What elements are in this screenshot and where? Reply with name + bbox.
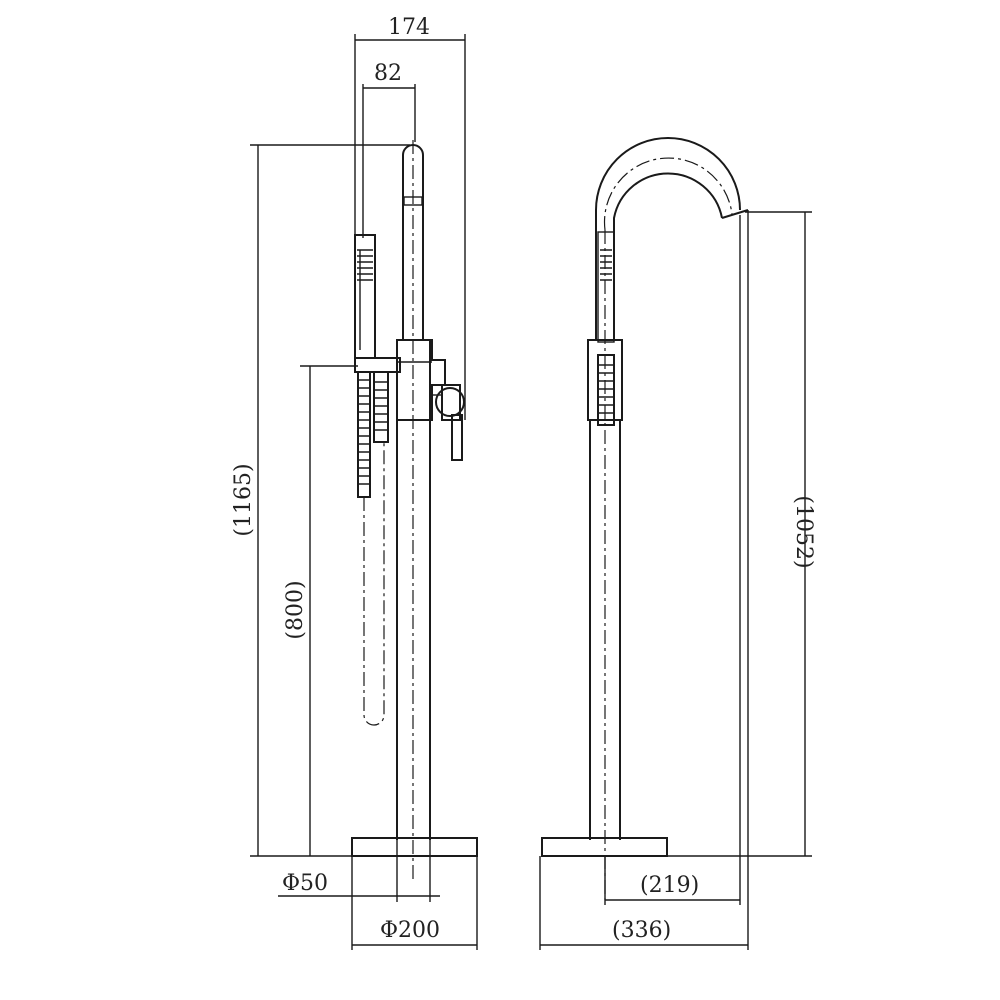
dim-phi200-label: Φ200 — [380, 918, 440, 943]
dim-82-label: 82 — [374, 61, 402, 86]
side-view — [541, 137, 749, 900]
dimension-labels: 174 82 (1165) (800) (1052) Φ50 Φ200 (219… — [231, 15, 816, 943]
dim-1165-label: (1165) — [231, 463, 256, 536]
dim-174-label: 174 — [388, 15, 430, 40]
dim-336-label: (336) — [612, 918, 671, 943]
dim-1052-label: (1052) — [791, 495, 816, 568]
dim-219-label: (219) — [640, 873, 699, 898]
dim-phi50-label: Φ50 — [282, 871, 328, 896]
front-view — [351, 140, 478, 880]
dim-800-label: (800) — [283, 580, 308, 639]
dimension-lines — [250, 34, 812, 950]
